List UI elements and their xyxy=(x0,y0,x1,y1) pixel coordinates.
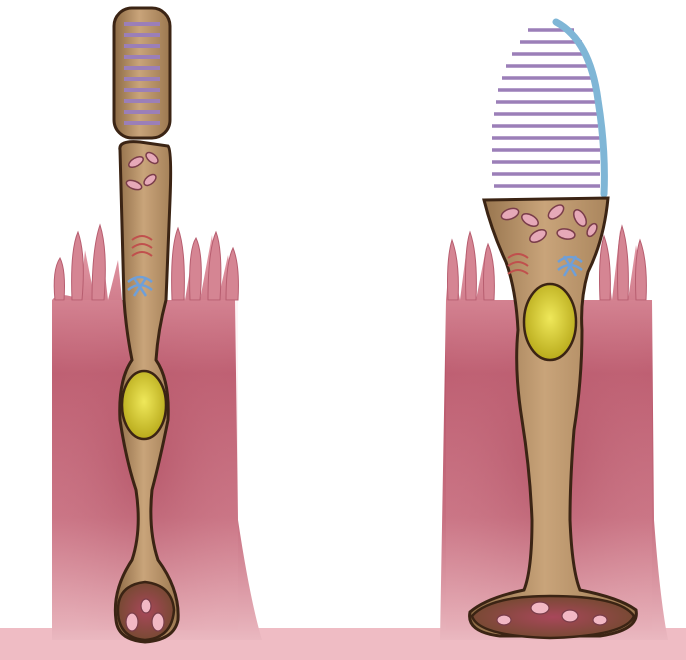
rod-outer-segment xyxy=(114,8,170,138)
cone-nucleus xyxy=(524,284,576,360)
rod-nucleus xyxy=(122,371,166,439)
cone-synaptic-terminal xyxy=(472,596,634,638)
